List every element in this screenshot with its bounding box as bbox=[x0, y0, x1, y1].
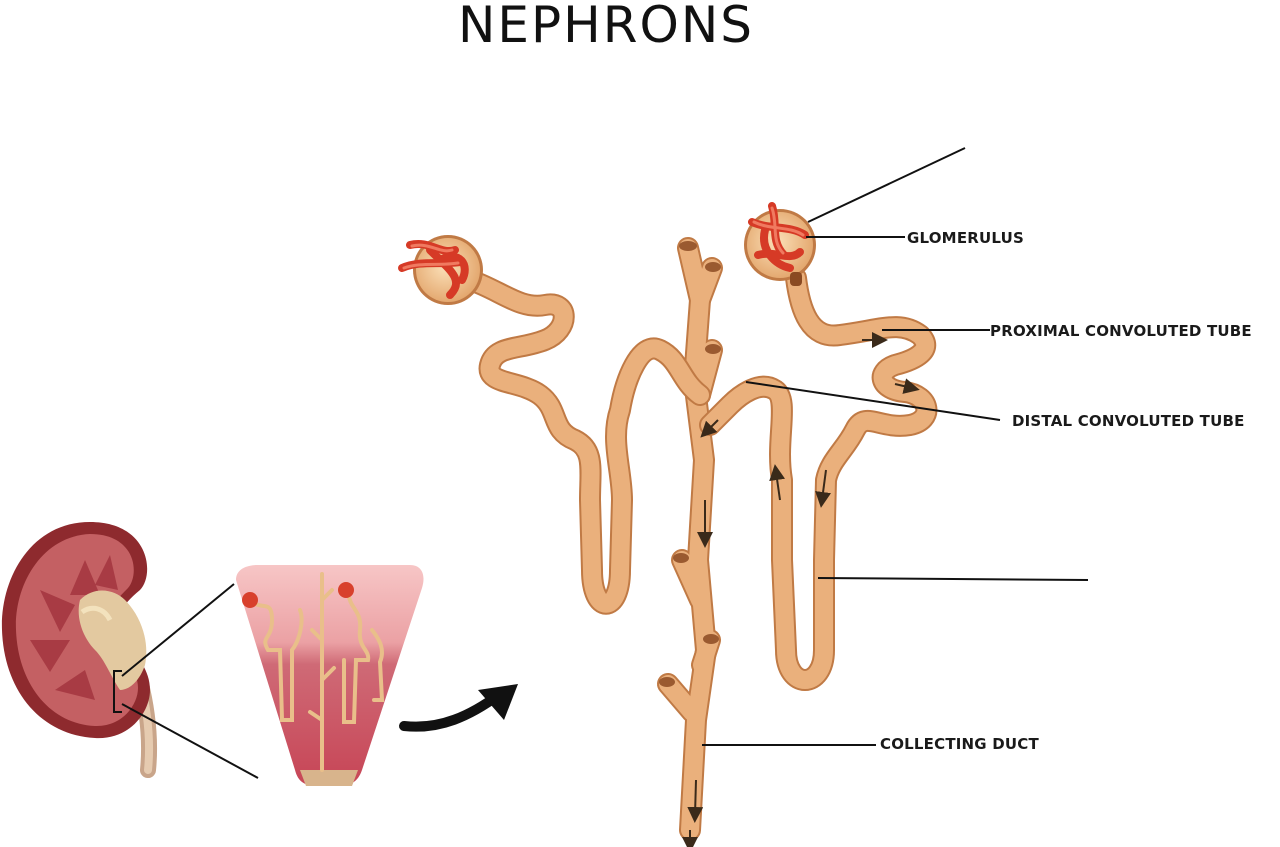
renal-pyramid-zoom bbox=[236, 565, 424, 786]
zoom-arrow bbox=[399, 684, 518, 732]
page-title: NEPHRONS bbox=[458, 0, 754, 54]
kidney-illustration bbox=[1, 522, 259, 779]
label-glomerulus: GLOMERULUS bbox=[907, 229, 1024, 247]
label-collecting-duct: COLLECTING DUCT bbox=[880, 735, 1039, 753]
label-proximal-convoluted-tube: PROXIMAL CONVOLUTED TUBE bbox=[990, 322, 1252, 340]
label-distal-convoluted-tube: DISTAL CONVOLUTED TUBE bbox=[1012, 412, 1245, 430]
leader-lines bbox=[702, 147, 1089, 746]
nephron-left bbox=[398, 235, 711, 615]
collecting-duct bbox=[657, 237, 723, 847]
nephron-right bbox=[699, 202, 938, 691]
